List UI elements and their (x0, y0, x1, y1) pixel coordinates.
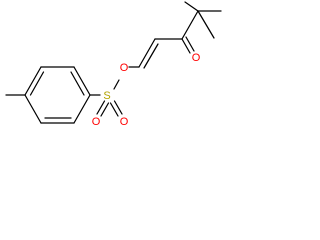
molecule-structure: O S O O O (5, 1, 222, 128)
ring-inner-bond (70, 71, 85, 96)
methyl-bond (197, 10, 215, 39)
ketone-double-bond (181, 38, 191, 54)
vinyl-double-bond (138, 38, 156, 68)
sulfur-label: S (103, 90, 110, 102)
sulfur-oxygen-bond (113, 79, 120, 90)
sulfonyl-double-bond-right (113, 100, 123, 115)
ring-bond (73, 94, 91, 124)
sulfonyl-double-bond-right (109, 102, 119, 117)
sulfonyl-oxygen-left-label: O (92, 116, 101, 128)
benzene-ring (24, 66, 91, 124)
tert-butyl-bond (181, 10, 199, 40)
ketone-oxygen-label: O (192, 52, 201, 64)
ring-bond (73, 66, 91, 96)
ring-inner-bond (29, 71, 45, 96)
ring-bond (24, 94, 42, 124)
ketone-double-bond (185, 36, 195, 52)
methyl-bond (184, 1, 199, 12)
sulfonyl-oxygen-right-label: O (120, 116, 129, 128)
sulfonyl-double-bond-left (100, 102, 110, 117)
sulfonyl-double-bond-left (96, 100, 106, 115)
ring-bond (24, 66, 42, 96)
vinyl-double-bond (143, 43, 159, 69)
ester-oxygen-label: O (120, 62, 129, 74)
